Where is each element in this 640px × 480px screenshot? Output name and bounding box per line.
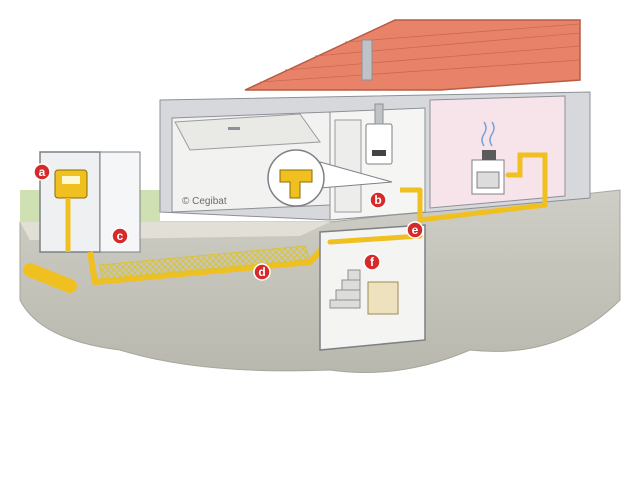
garage-door-handle (228, 127, 240, 130)
house-pipe (400, 187, 548, 223)
roof (244, 19, 581, 91)
cellar-crate (367, 281, 399, 315)
svg-text:b: b (374, 193, 381, 207)
chimney (361, 39, 373, 81)
svg-text:c: c (117, 229, 124, 243)
gas-meter-dial (62, 176, 80, 184)
marker-d: d (253, 263, 271, 281)
roof-tiles (259, 23, 581, 83)
svg-text:d: d (258, 265, 265, 279)
service-pipe (23, 263, 77, 293)
credit-text: © Cegibat (182, 196, 227, 207)
kitchen-pipe (505, 152, 548, 193)
valve-zoom-icon (279, 169, 313, 199)
cellar-pipe (327, 233, 423, 245)
marker-b: b (369, 191, 387, 209)
kitchen (429, 95, 566, 209)
marker-e: e (406, 221, 424, 239)
boiler (365, 123, 393, 165)
marker-a: a (33, 163, 51, 181)
marker-c: c (111, 227, 129, 245)
boiler-flue (374, 103, 384, 125)
svg-text:e: e (412, 223, 419, 237)
room-door (334, 119, 362, 213)
cooking-pot (482, 150, 496, 160)
protective-grid (99, 245, 311, 281)
marker-f: f (363, 253, 381, 271)
garage-door (174, 113, 321, 151)
boiler-display (372, 150, 386, 156)
svg-text:f: f (370, 255, 375, 269)
cellar-stairs (329, 269, 361, 309)
svg-text:a: a (39, 165, 46, 179)
steam-icon (481, 121, 495, 147)
cooker-oven (476, 171, 500, 189)
